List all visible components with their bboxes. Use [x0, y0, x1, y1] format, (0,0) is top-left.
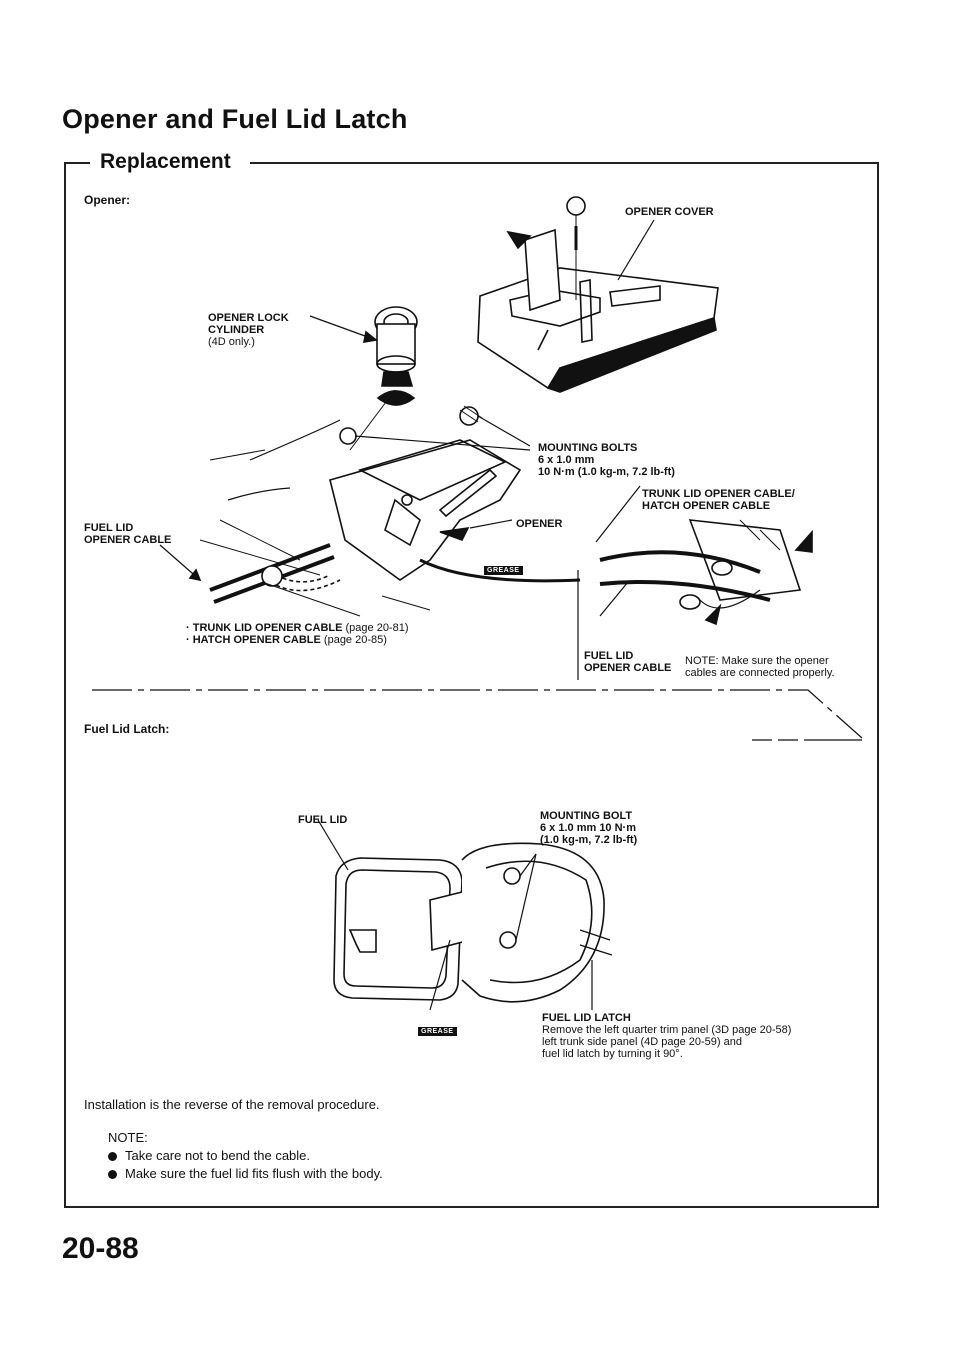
grease-symbol: GREASE	[418, 1027, 457, 1036]
content-frame	[64, 162, 879, 1208]
note-item: Make sure the fuel lid fits flush with t…	[108, 1166, 383, 1182]
label-trunk-hatch-cable: TRUNK LID OPENER CABLE/ HATCH OPENER CAB…	[642, 488, 795, 512]
bullet-icon	[108, 1170, 117, 1180]
label-fuel-lid-opener-cable-right: FUEL LID OPENER CABLE	[584, 650, 672, 674]
cable-references: · TRUNK LID OPENER CABLE (page 20-81) · …	[186, 622, 409, 646]
label-opener: OPENER	[516, 518, 563, 530]
opener-note: NOTE: Make sure the opener cables are co…	[685, 655, 835, 679]
label-lock-cylinder: OPENER LOCK CYLINDER (4D only.)	[208, 312, 289, 348]
label-mounting-bolts: MOUNTING BOLTS 6 x 1.0 mm 10 N·m (1.0 kg…	[538, 442, 675, 478]
label-fuel-lid: FUEL LID	[298, 814, 348, 826]
frame-top-left-rule	[64, 162, 90, 164]
page-title: Opener and Fuel Lid Latch	[62, 104, 408, 134]
section-subtitle: Replacement	[92, 150, 239, 174]
note-item: Take care not to bend the cable.	[108, 1148, 310, 1164]
label-fuel-lid-opener-cable-left: FUEL LID OPENER CABLE	[84, 522, 172, 546]
frame-top-right-rule	[250, 162, 879, 164]
installation-text: Installation is the reverse of the remov…	[84, 1097, 380, 1112]
opener-cover-drawing	[477, 196, 719, 393]
page-number: 20-88	[62, 1232, 139, 1265]
opener-heading: Opener:	[84, 193, 131, 207]
trunk-cable-detail-drawing	[595, 485, 813, 626]
fuel-lid-latch-heading: Fuel Lid Latch:	[84, 722, 170, 736]
bullet-icon	[108, 1152, 117, 1162]
note-heading: NOTE:	[108, 1130, 148, 1145]
label-fuel-lid-latch: FUEL LID LATCH Remove the left quarter t…	[542, 1012, 792, 1060]
lock-cylinder-drawing	[309, 306, 418, 406]
label-opener-cover: OPENER COVER	[625, 206, 714, 218]
fuel-lid-latch-drawing	[317, 819, 613, 1011]
grease-symbol: GREASE	[484, 566, 523, 575]
label-mounting-bolt: MOUNTING BOLT 6 x 1.0 mm 10 N·m (1.0 kg-…	[540, 810, 638, 846]
opener-mechanism-drawing	[159, 389, 581, 680]
